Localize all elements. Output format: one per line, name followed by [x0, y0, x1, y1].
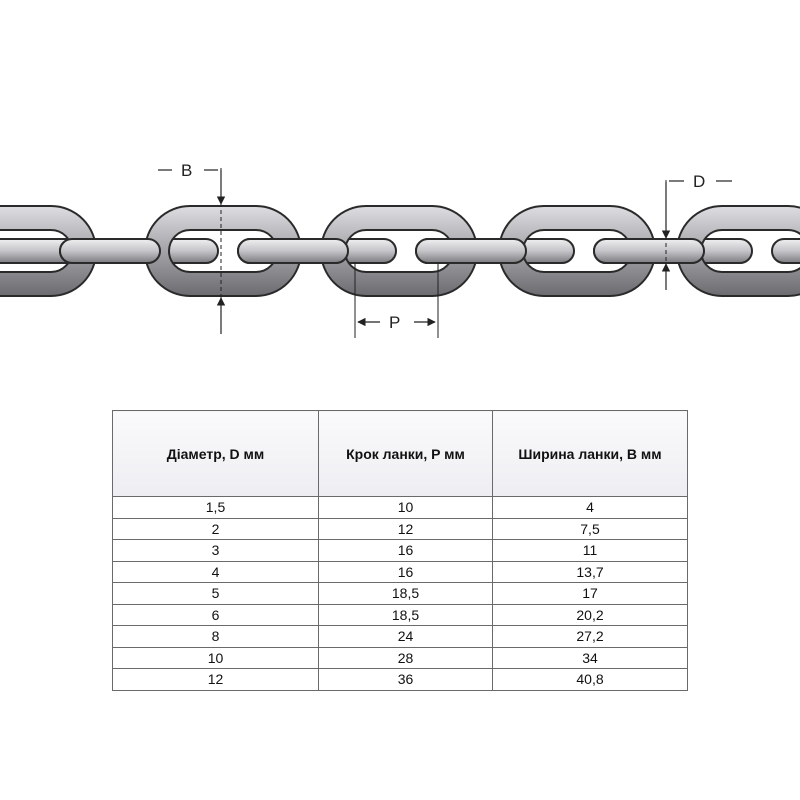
chain-link-face — [498, 205, 656, 297]
dimension-d: D — [661, 172, 732, 292]
table-row: 6 18,5 20,2 — [112, 603, 688, 626]
cell-width: 4 — [492, 496, 688, 519]
table-row: 3 16 11 — [112, 539, 688, 562]
cell-diameter: 4 — [112, 560, 319, 583]
chain-link-side — [59, 238, 161, 264]
table-row: 8 24 27,2 — [112, 625, 688, 648]
cell-diameter: 8 — [112, 625, 319, 648]
cell-pitch: 36 — [318, 668, 493, 691]
chain-link-side — [593, 238, 705, 264]
chain-link-face — [676, 205, 800, 297]
cell-pitch: 16 — [318, 560, 493, 583]
cell-pitch: 18,5 — [318, 603, 493, 626]
table-row: 1,5 10 4 — [112, 496, 688, 519]
cell-diameter: 6 — [112, 603, 319, 626]
cell-width: 13,7 — [492, 560, 688, 583]
cell-pitch: 12 — [318, 517, 493, 540]
cell-pitch: 16 — [318, 539, 493, 562]
cell-diameter: 12 — [112, 668, 319, 691]
chain-link-face — [144, 205, 302, 297]
cell-width: 27,2 — [492, 625, 688, 648]
table-row: 10 28 34 — [112, 646, 688, 669]
chain-spec-table: Діаметр, D мм Крок ланки, P мм Ширина ла… — [112, 410, 688, 691]
dimension-p: P — [354, 262, 439, 338]
dimension-b: B — [158, 161, 226, 336]
cell-width: 17 — [492, 582, 688, 605]
cell-width: 20,2 — [492, 603, 688, 626]
table-row: 4 16 13,7 — [112, 560, 688, 583]
dimension-p-label: P — [389, 313, 400, 332]
cell-width: 40,8 — [492, 668, 688, 691]
header-pitch: Крок ланки, P мм — [318, 410, 493, 497]
table-row: 5 18,5 17 — [112, 582, 688, 605]
chain-link-side — [415, 238, 527, 264]
table-row: 2 12 7,5 — [112, 517, 688, 540]
cell-diameter: 3 — [112, 539, 319, 562]
cell-pitch: 18,5 — [318, 582, 493, 605]
header-diameter: Діаметр, D мм — [112, 410, 319, 497]
cell-diameter: 2 — [112, 517, 319, 540]
cell-pitch: 10 — [318, 496, 493, 519]
cell-width: 11 — [492, 539, 688, 562]
chain-link-side — [771, 238, 800, 264]
cell-width: 34 — [492, 646, 688, 669]
chain-link-face — [0, 205, 97, 297]
chain-diagram: B D P — [0, 161, 800, 338]
cell-diameter: 1,5 — [112, 496, 319, 519]
table-row: 12 36 40,8 — [112, 668, 688, 691]
table-header-row: Діаметр, D мм Крок ланки, P мм Ширина ла… — [112, 410, 688, 497]
chain-link-side — [237, 238, 349, 264]
cell-pitch: 28 — [318, 646, 493, 669]
dimension-b-label: B — [181, 161, 192, 180]
dimension-d-label: D — [693, 172, 705, 191]
cell-diameter: 5 — [112, 582, 319, 605]
cell-diameter: 10 — [112, 646, 319, 669]
header-width: Ширина ланки, В мм — [492, 410, 688, 497]
cell-pitch: 24 — [318, 625, 493, 648]
cell-width: 7,5 — [492, 517, 688, 540]
